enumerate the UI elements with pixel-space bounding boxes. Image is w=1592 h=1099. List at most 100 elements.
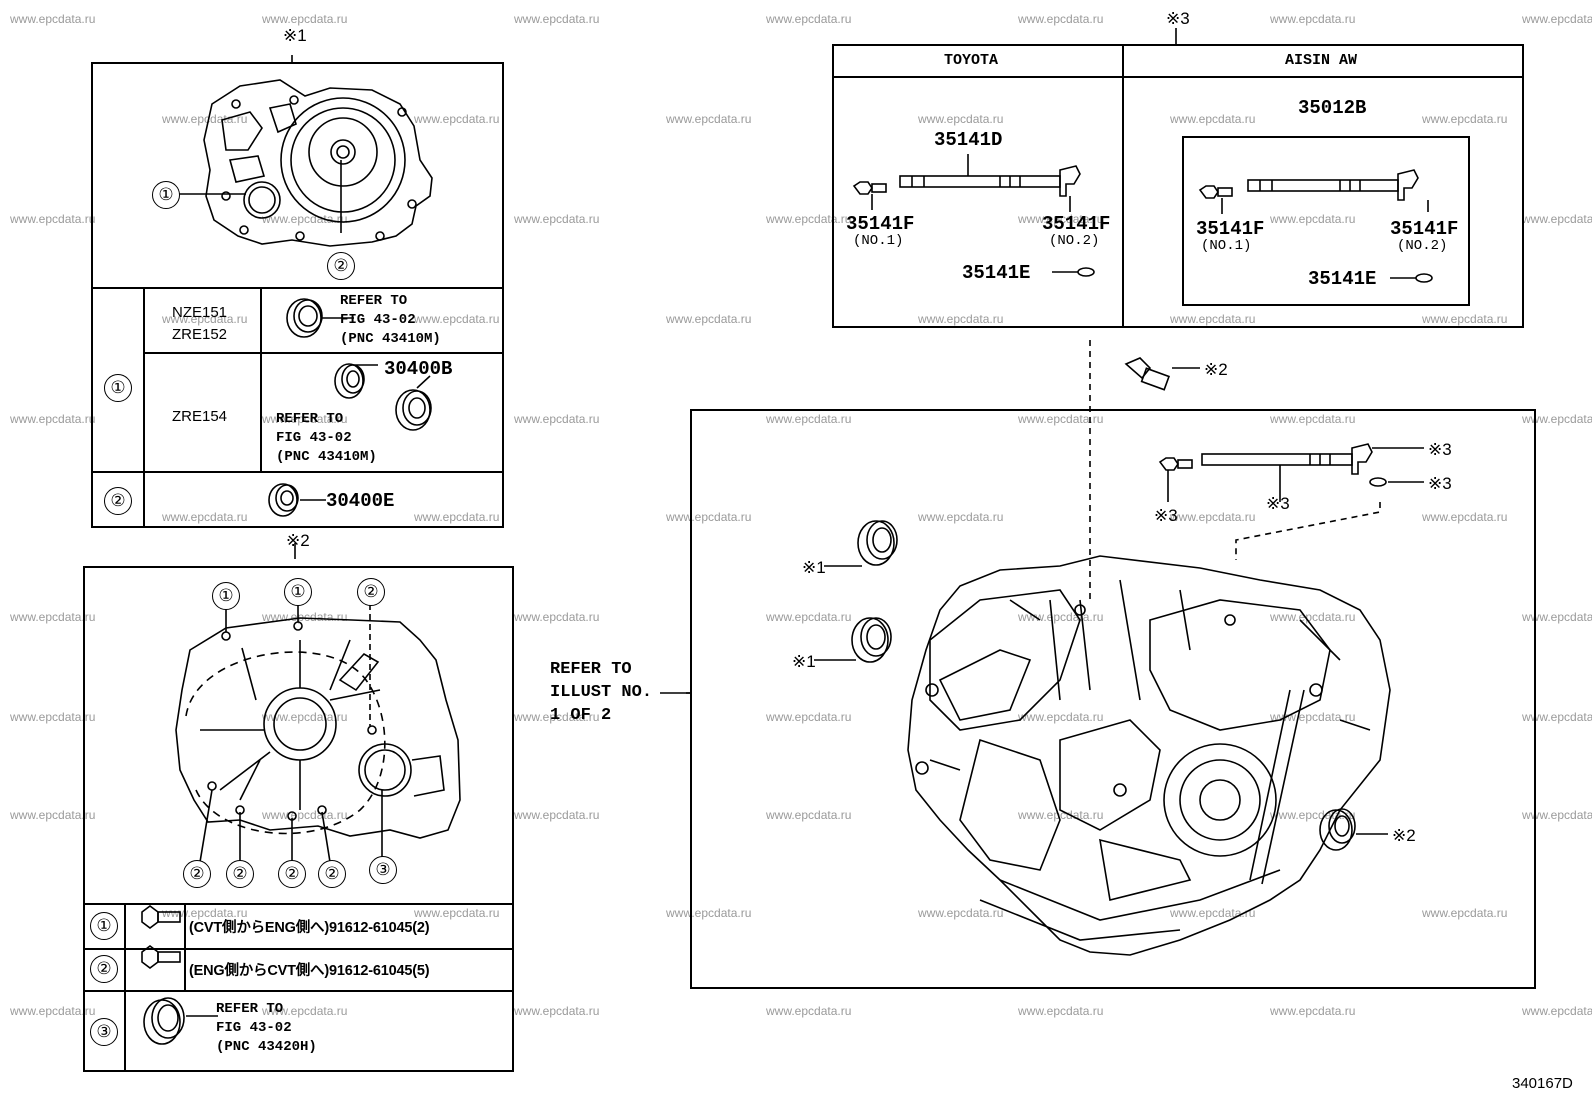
watermark-text: www.epcdata.ru bbox=[514, 1004, 600, 1018]
watermark-text: www.epcdata.ru bbox=[766, 412, 852, 426]
divider bbox=[91, 287, 504, 289]
divider bbox=[91, 471, 504, 473]
part-number: 30400B bbox=[384, 358, 453, 380]
watermark-text: www.epcdata.ru bbox=[918, 510, 1004, 524]
watermark-text: www.epcdata.ru bbox=[1270, 12, 1356, 26]
watermark-text: www.epcdata.ru bbox=[1422, 906, 1508, 920]
watermark-text: www.epcdata.ru bbox=[666, 112, 752, 126]
speed-sensor-drawing bbox=[852, 154, 1433, 283]
callout-2: ② bbox=[327, 252, 355, 280]
mark-label: ※2 bbox=[1392, 826, 1416, 845]
watermark-text: www.epcdata.ru bbox=[766, 212, 852, 226]
part-note: (NO.2) bbox=[1049, 233, 1100, 249]
mark-label: ※1 bbox=[792, 652, 816, 671]
part-number: 35012B bbox=[1298, 97, 1367, 119]
callout-1: ① bbox=[284, 578, 312, 606]
panel-transaxle-assembly bbox=[690, 409, 1536, 989]
divider bbox=[124, 903, 126, 1072]
divider bbox=[260, 287, 262, 471]
watermark-text: www.epcdata.ru bbox=[1170, 112, 1256, 126]
watermark-text: www.epcdata.ru bbox=[1270, 610, 1356, 624]
watermark-text: www.epcdata.ru bbox=[414, 906, 500, 920]
watermark-text: www.epcdata.ru bbox=[262, 212, 348, 226]
watermark-text: www.epcdata.ru bbox=[1270, 412, 1356, 426]
figure-id: 340167D bbox=[1512, 1075, 1573, 1092]
watermark-text: www.epcdata.ru bbox=[766, 1004, 852, 1018]
watermark-text: www.epcdata.ru bbox=[666, 312, 752, 326]
watermark-text: www.epcdata.ru bbox=[10, 1004, 96, 1018]
row-callout-2: ② bbox=[90, 955, 118, 983]
watermark-text: www.epcdata.ru bbox=[766, 710, 852, 724]
watermark-text: www.epcdata.ru bbox=[1018, 12, 1104, 26]
watermark-text: www.epcdata.ru bbox=[10, 212, 96, 226]
callout-1: ① bbox=[212, 582, 240, 610]
watermark-text: www.epcdata.ru bbox=[262, 412, 348, 426]
watermark-text: www.epcdata.ru bbox=[1522, 412, 1592, 426]
column-header-toyota: TOYOTA bbox=[944, 52, 999, 69]
mark-label: ※1 bbox=[802, 558, 826, 577]
watermark-text: www.epcdata.ru bbox=[514, 610, 600, 624]
reference-note: REFER TO ILLUST NO. 1 OF 2 bbox=[550, 660, 653, 725]
mark-label: ※2 bbox=[286, 531, 310, 550]
divider bbox=[1122, 44, 1124, 328]
main-parts-drawing bbox=[686, 357, 1424, 851]
watermark-text: www.epcdata.ru bbox=[1522, 212, 1592, 226]
oil-seal-drawing bbox=[268, 298, 432, 517]
watermark-text: www.epcdata.ru bbox=[514, 212, 600, 226]
watermark-text: www.epcdata.ru bbox=[10, 412, 96, 426]
bellhousing-drawing bbox=[175, 617, 461, 839]
part-number: 35141F bbox=[1196, 218, 1265, 240]
mark-label: ※1 bbox=[283, 26, 307, 45]
divider bbox=[143, 352, 504, 354]
bolt-spec: (CVT側からENG側へ)91612-61045(2) bbox=[189, 920, 430, 936]
watermark-text: www.epcdata.ru bbox=[1422, 312, 1508, 326]
watermark-text: www.epcdata.ru bbox=[514, 808, 600, 822]
model-code: NZE151 bbox=[172, 304, 228, 321]
panel-seal-variants bbox=[91, 62, 504, 528]
watermark-text: www.epcdata.ru bbox=[10, 808, 96, 822]
watermark-text: www.epcdata.ru bbox=[666, 906, 752, 920]
row-callout-3: ③ bbox=[90, 1018, 118, 1046]
watermark-text: www.epcdata.ru bbox=[1422, 112, 1508, 126]
column-header-aisin: AISIN AW bbox=[1285, 52, 1358, 69]
watermark-text: www.epcdata.ru bbox=[1018, 710, 1104, 724]
watermark-text: www.epcdata.ru bbox=[1522, 808, 1592, 822]
mark-label: ※2 bbox=[1204, 360, 1228, 379]
watermark-text: www.epcdata.ru bbox=[10, 12, 96, 26]
watermark-text: www.epcdata.ru bbox=[1270, 1004, 1356, 1018]
watermark-text: www.epcdata.ru bbox=[766, 12, 852, 26]
part-number: 35141F bbox=[846, 213, 915, 235]
watermark-text: www.epcdata.ru bbox=[1018, 1004, 1104, 1018]
watermark-text: www.epcdata.ru bbox=[514, 710, 600, 724]
watermark-text: www.epcdata.ru bbox=[414, 510, 500, 524]
mark-label: ※3 bbox=[1154, 506, 1178, 525]
watermark-text: www.epcdata.ru bbox=[10, 710, 96, 724]
watermark-text: www.epcdata.ru bbox=[766, 610, 852, 624]
watermark-text: www.epcdata.ru bbox=[514, 12, 600, 26]
watermark-text: www.epcdata.ru bbox=[162, 312, 248, 326]
part-number: 35141E bbox=[962, 262, 1031, 284]
watermark-text: www.epcdata.ru bbox=[1170, 906, 1256, 920]
part-note: (NO.2) bbox=[1397, 238, 1448, 254]
row-callout-1: ① bbox=[104, 374, 132, 402]
watermark-text: www.epcdata.ru bbox=[1018, 412, 1104, 426]
reference-note: REFER TO FIG 43-02 (PNC 43410M) bbox=[340, 293, 441, 347]
watermark-text: www.epcdata.ru bbox=[1422, 510, 1508, 524]
watermark-text: www.epcdata.ru bbox=[162, 112, 248, 126]
part-number: 35141F bbox=[1390, 218, 1459, 240]
watermark-text: www.epcdata.ru bbox=[918, 112, 1004, 126]
model-code: ZRE152 bbox=[172, 326, 228, 343]
divider bbox=[143, 287, 145, 528]
watermark-text: www.epcdata.ru bbox=[1170, 312, 1256, 326]
watermark-text: www.epcdata.ru bbox=[162, 906, 248, 920]
row-callout-1: ① bbox=[90, 912, 118, 940]
watermark-text: www.epcdata.ru bbox=[1170, 510, 1256, 524]
transaxle-face-drawing bbox=[203, 79, 433, 247]
part-number: 30400E bbox=[326, 490, 395, 512]
watermark-text: www.epcdata.ru bbox=[262, 12, 348, 26]
kit-outline bbox=[1182, 136, 1470, 306]
watermark-text: www.epcdata.ru bbox=[1522, 610, 1592, 624]
bolt-spec: (ENG側からCVT側へ)91612-61045(5) bbox=[189, 963, 430, 979]
mark-label: ※3 bbox=[1166, 9, 1190, 28]
watermark-text: www.epcdata.ru bbox=[666, 510, 752, 524]
